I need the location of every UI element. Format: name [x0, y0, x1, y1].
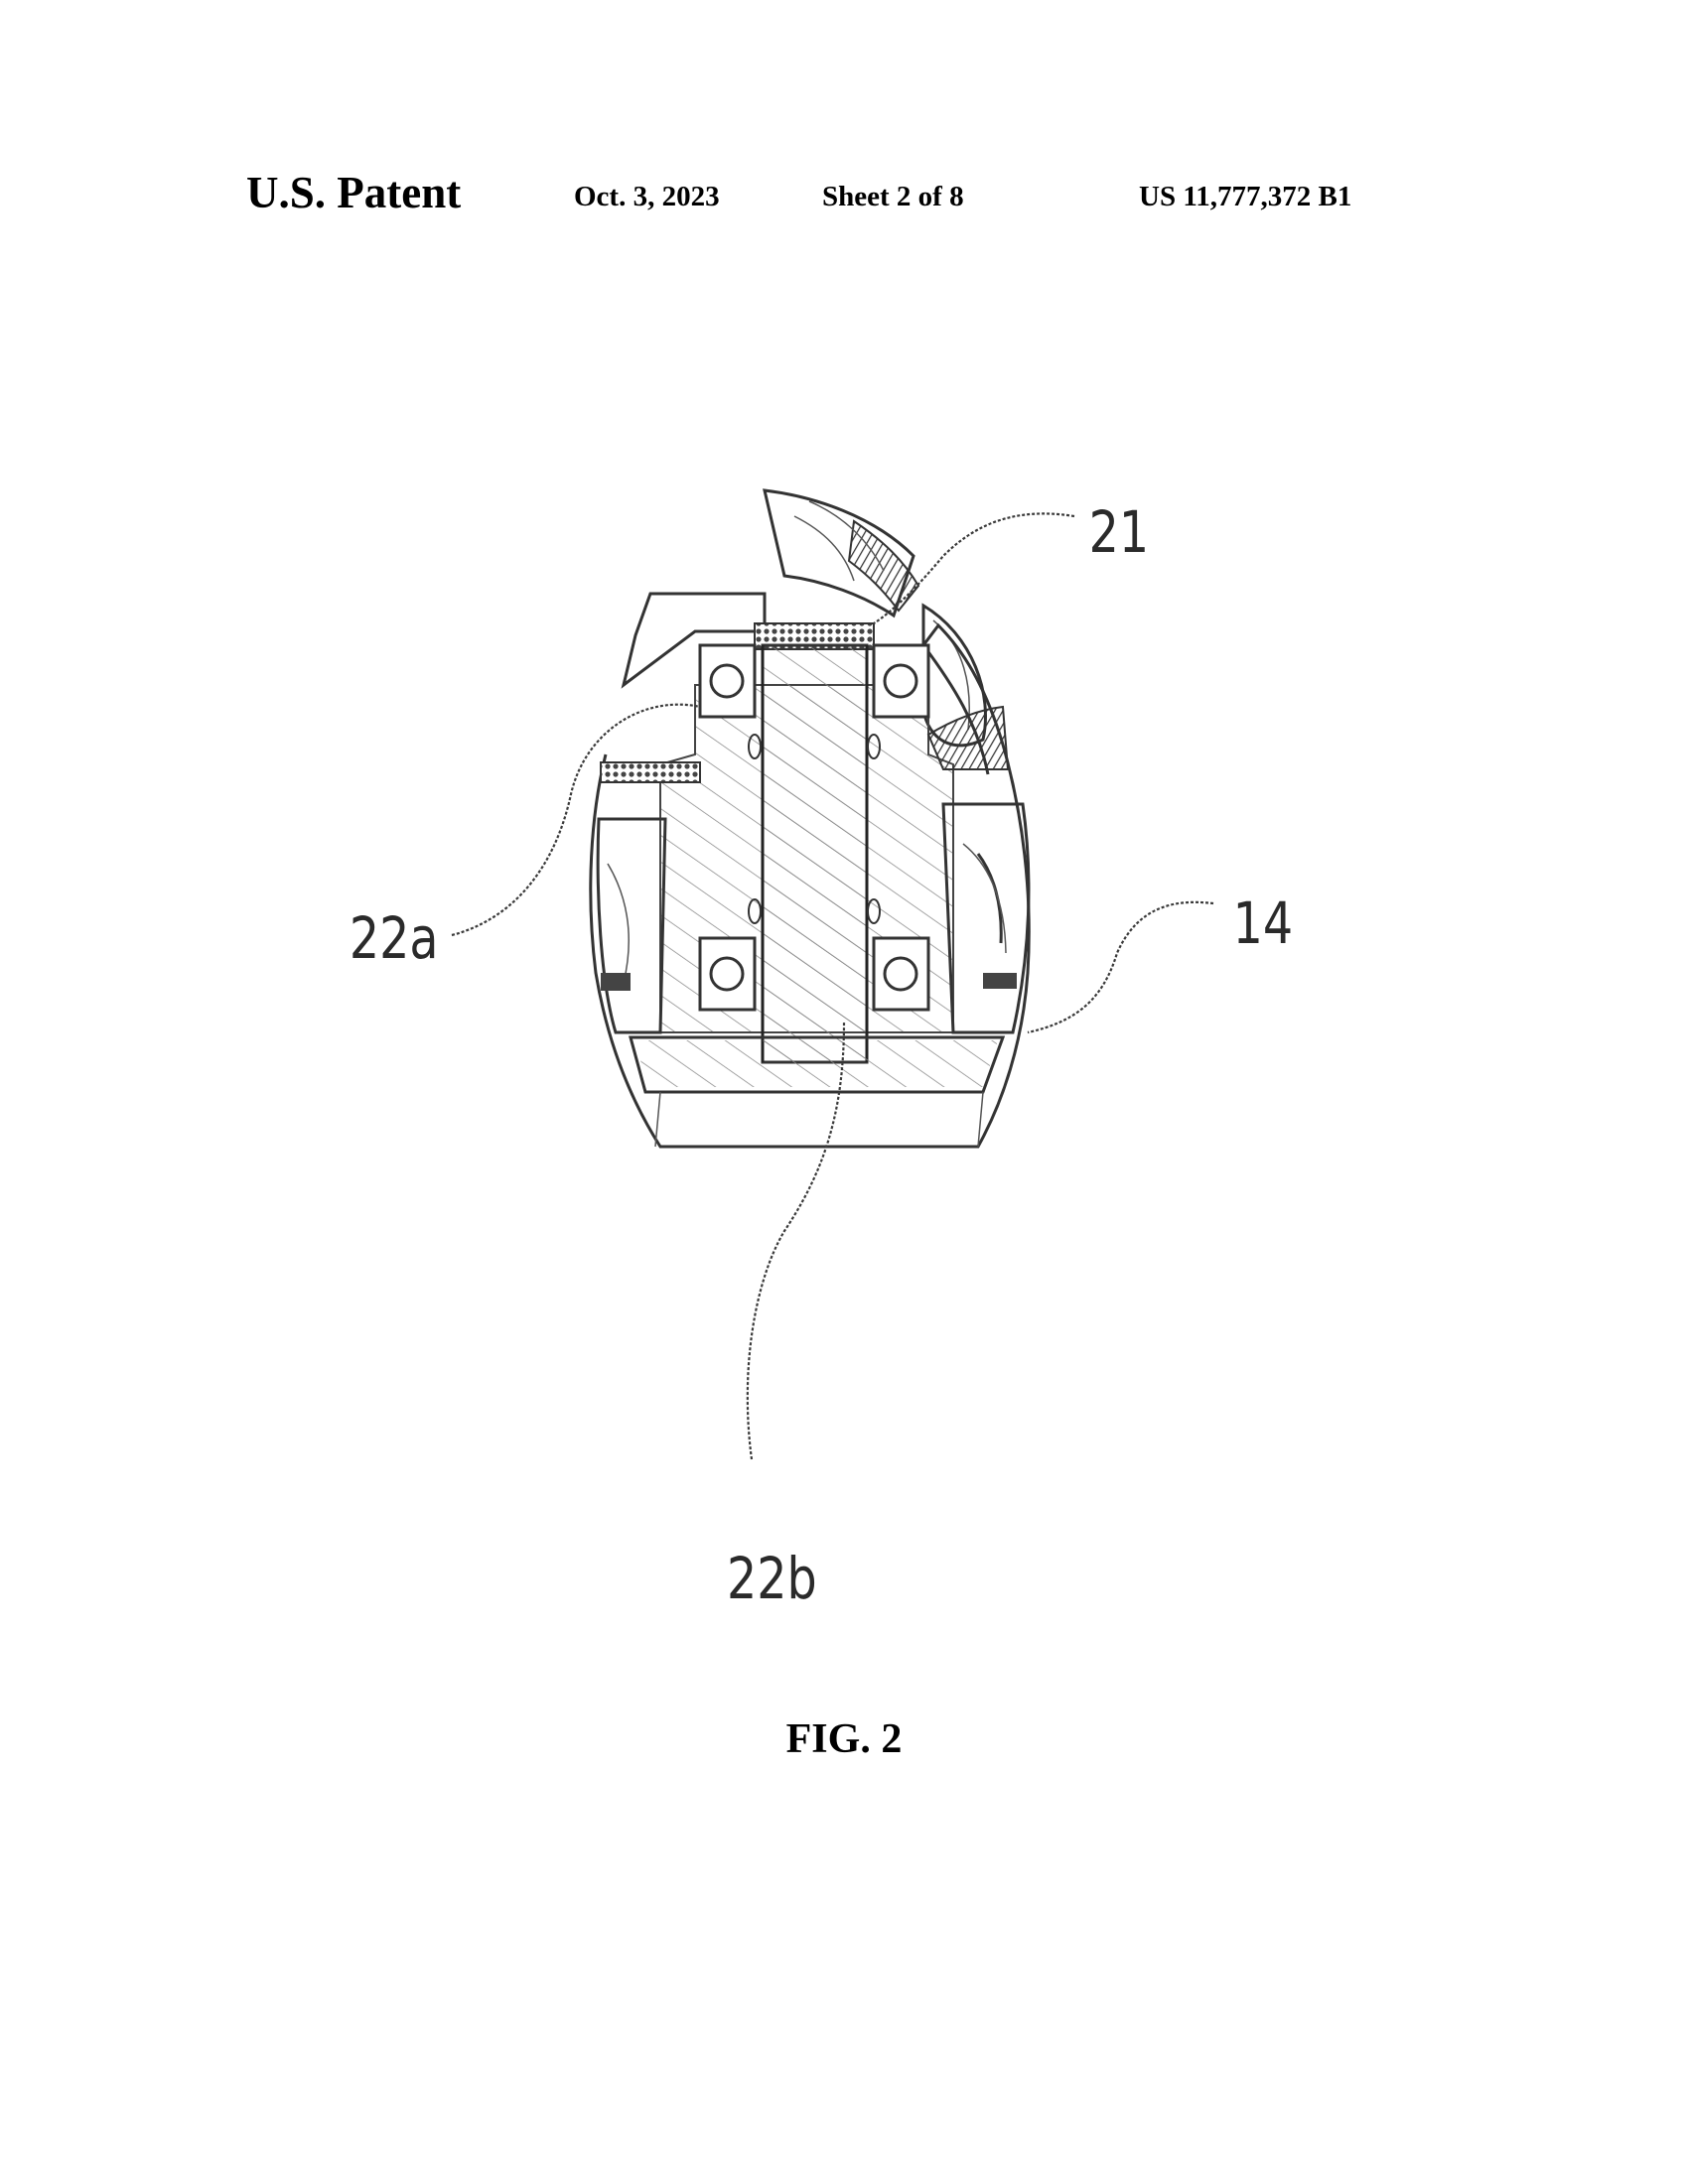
- header-date: Oct. 3, 2023: [574, 181, 720, 212]
- ref-label-21: 21: [1089, 498, 1150, 566]
- figure-caption: FIG. 2: [785, 1716, 903, 1762]
- leader-14: [1027, 900, 1214, 1034]
- ref-label-22a: 22a: [350, 904, 439, 972]
- leader-21: [873, 512, 1075, 624]
- ref-label-22b: 22b: [727, 1545, 817, 1612]
- leader-22b: [746, 1022, 846, 1460]
- header-sheet: Sheet 2 of 8: [822, 181, 964, 212]
- header-patent-number: US 11,777,372 B1: [1139, 181, 1352, 212]
- leader-lines: [451, 512, 1214, 1460]
- patent-header: U.S. Patent Oct. 3, 2023 Sheet 2 of 8 US…: [0, 167, 1688, 226]
- housing-assembly: [589, 488, 1031, 1149]
- header-patent-title: U.S. Patent: [246, 168, 462, 217]
- reference-labels: 21 22a 14 22b: [350, 498, 1293, 1612]
- ref-label-14: 14: [1233, 889, 1294, 957]
- leader-22a: [451, 703, 701, 937]
